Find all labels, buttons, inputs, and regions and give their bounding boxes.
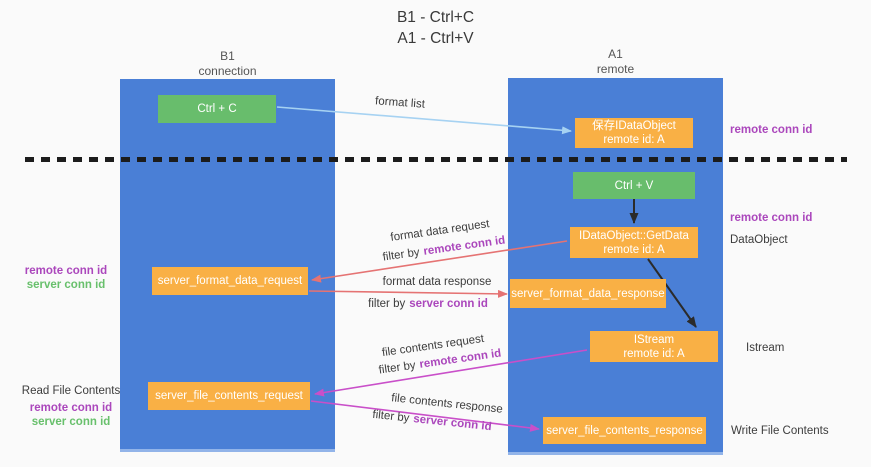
title-line-2: A1 - Ctrl+V <box>397 30 474 47</box>
node-getdata-line2: remote id: A <box>603 243 665 256</box>
filter-server-conn-id: server conn id <box>409 298 488 310</box>
lane-a1-name: A1 <box>608 47 623 61</box>
lane-b1-role: connection <box>198 64 257 78</box>
node-save-idataobject-line2: remote id: A <box>603 134 665 146</box>
phase-divider-dashed-line <box>25 157 847 162</box>
node-server-file-contents-response: server_file_contents_response <box>543 417 706 444</box>
node-file-response-label: server_file_contents_response <box>546 424 703 437</box>
node-idataobject-getdata: IDataObject::GetData remote id: A <box>570 227 698 258</box>
annotation-conn-ids-left: remote conn id server conn id <box>20 264 112 292</box>
title-line-1: B1 - Ctrl+C <box>396 9 475 26</box>
filter-by-text: filter by <box>371 408 410 425</box>
annotation-remote-conn-id-left2: remote conn id <box>29 402 113 414</box>
annotation-write-file-contents: Write File Contents <box>731 425 829 437</box>
annotation-read-file-contents-block: Read File Contents remote conn id server… <box>18 384 124 429</box>
arrow-file-contents-request <box>314 349 588 397</box>
arrow-format-list <box>276 106 572 135</box>
node-ctrl-c: Ctrl + C <box>158 95 276 123</box>
label-format-data-response: format data response <box>382 276 492 288</box>
annotation-read-file-contents: Read File Contents <box>21 385 121 397</box>
annotation-remote-conn-id-mid: remote conn id <box>730 212 813 224</box>
node-format-response-label: server_format_data_response <box>511 287 665 300</box>
diagram-title: B1 - Ctrl+C A1 - Ctrl+V <box>0 7 871 49</box>
node-server-format-data-response: server_format_data_response <box>510 279 666 308</box>
node-ctrl-v-label: Ctrl + V <box>614 179 654 192</box>
node-ctrl-v: Ctrl + V <box>573 172 695 199</box>
lane-b1-name: B1 <box>220 49 235 63</box>
lane-header-a1: A1 remote <box>508 47 723 77</box>
annotation-remote-conn-id-left: remote conn id <box>24 265 108 277</box>
node-istream: IStream remote id: A <box>590 331 718 362</box>
filter-by-text: filter by <box>368 298 406 310</box>
node-save-idataobject: 保存IDataObject remote id: A <box>575 118 693 148</box>
node-istream-line2: remote id: A <box>623 347 685 360</box>
node-format-request-label: server_format_data_request <box>157 275 303 287</box>
annotation-istream: Istream <box>746 342 785 354</box>
node-ctrl-c-label: Ctrl + C <box>197 103 237 115</box>
arrow-file-contents-response <box>310 400 540 432</box>
annotation-remote-conn-id-top: remote conn id <box>730 124 813 136</box>
node-server-format-data-request: server_format_data_request <box>152 267 308 295</box>
arrow-format-data-request <box>311 240 568 283</box>
node-file-request-label: server_file_contents_request <box>155 390 303 402</box>
node-getdata-line1: IDataObject::GetData <box>579 229 689 242</box>
node-server-file-contents-request: server_file_contents_request <box>148 382 310 410</box>
node-istream-line1: IStream <box>633 333 675 346</box>
lane-header-b1: B1 connection <box>120 49 335 79</box>
arrow-format-data-response <box>308 289 508 298</box>
node-save-idataobject-line1: 保存IDataObject <box>592 120 676 132</box>
arrow-getdata-to-istream <box>647 258 697 328</box>
annotation-dataobject: DataObject <box>730 234 788 246</box>
lane-a1-role: remote <box>596 62 635 76</box>
annotation-server-conn-id-left: server conn id <box>26 279 106 291</box>
annotation-server-conn-id-left2: server conn id <box>31 416 111 428</box>
